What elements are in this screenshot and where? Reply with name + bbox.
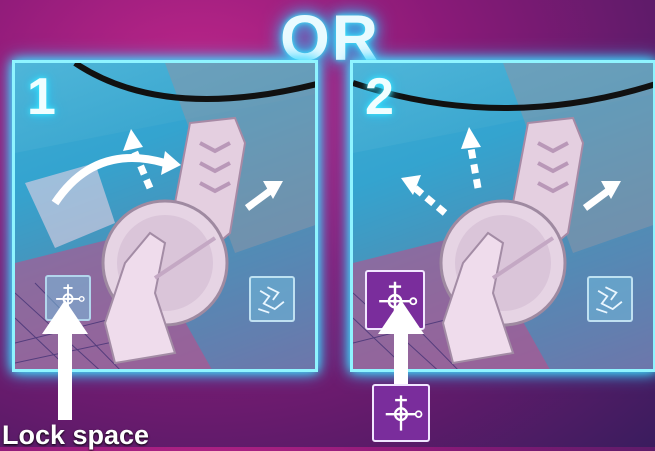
lock-token (372, 384, 430, 442)
movement-tile (587, 276, 633, 322)
lock-icon (374, 386, 428, 440)
movement-icon (251, 278, 293, 320)
lock-space-caption: Lock space (2, 420, 149, 451)
arrow-to-lock-space-2 (376, 300, 426, 386)
movement-icon (589, 278, 631, 320)
option-number-2: 2 (365, 67, 394, 127)
movement-tile (249, 276, 295, 322)
option-number-1: 1 (27, 67, 56, 127)
arrow-to-lock-space-1 (40, 300, 90, 420)
